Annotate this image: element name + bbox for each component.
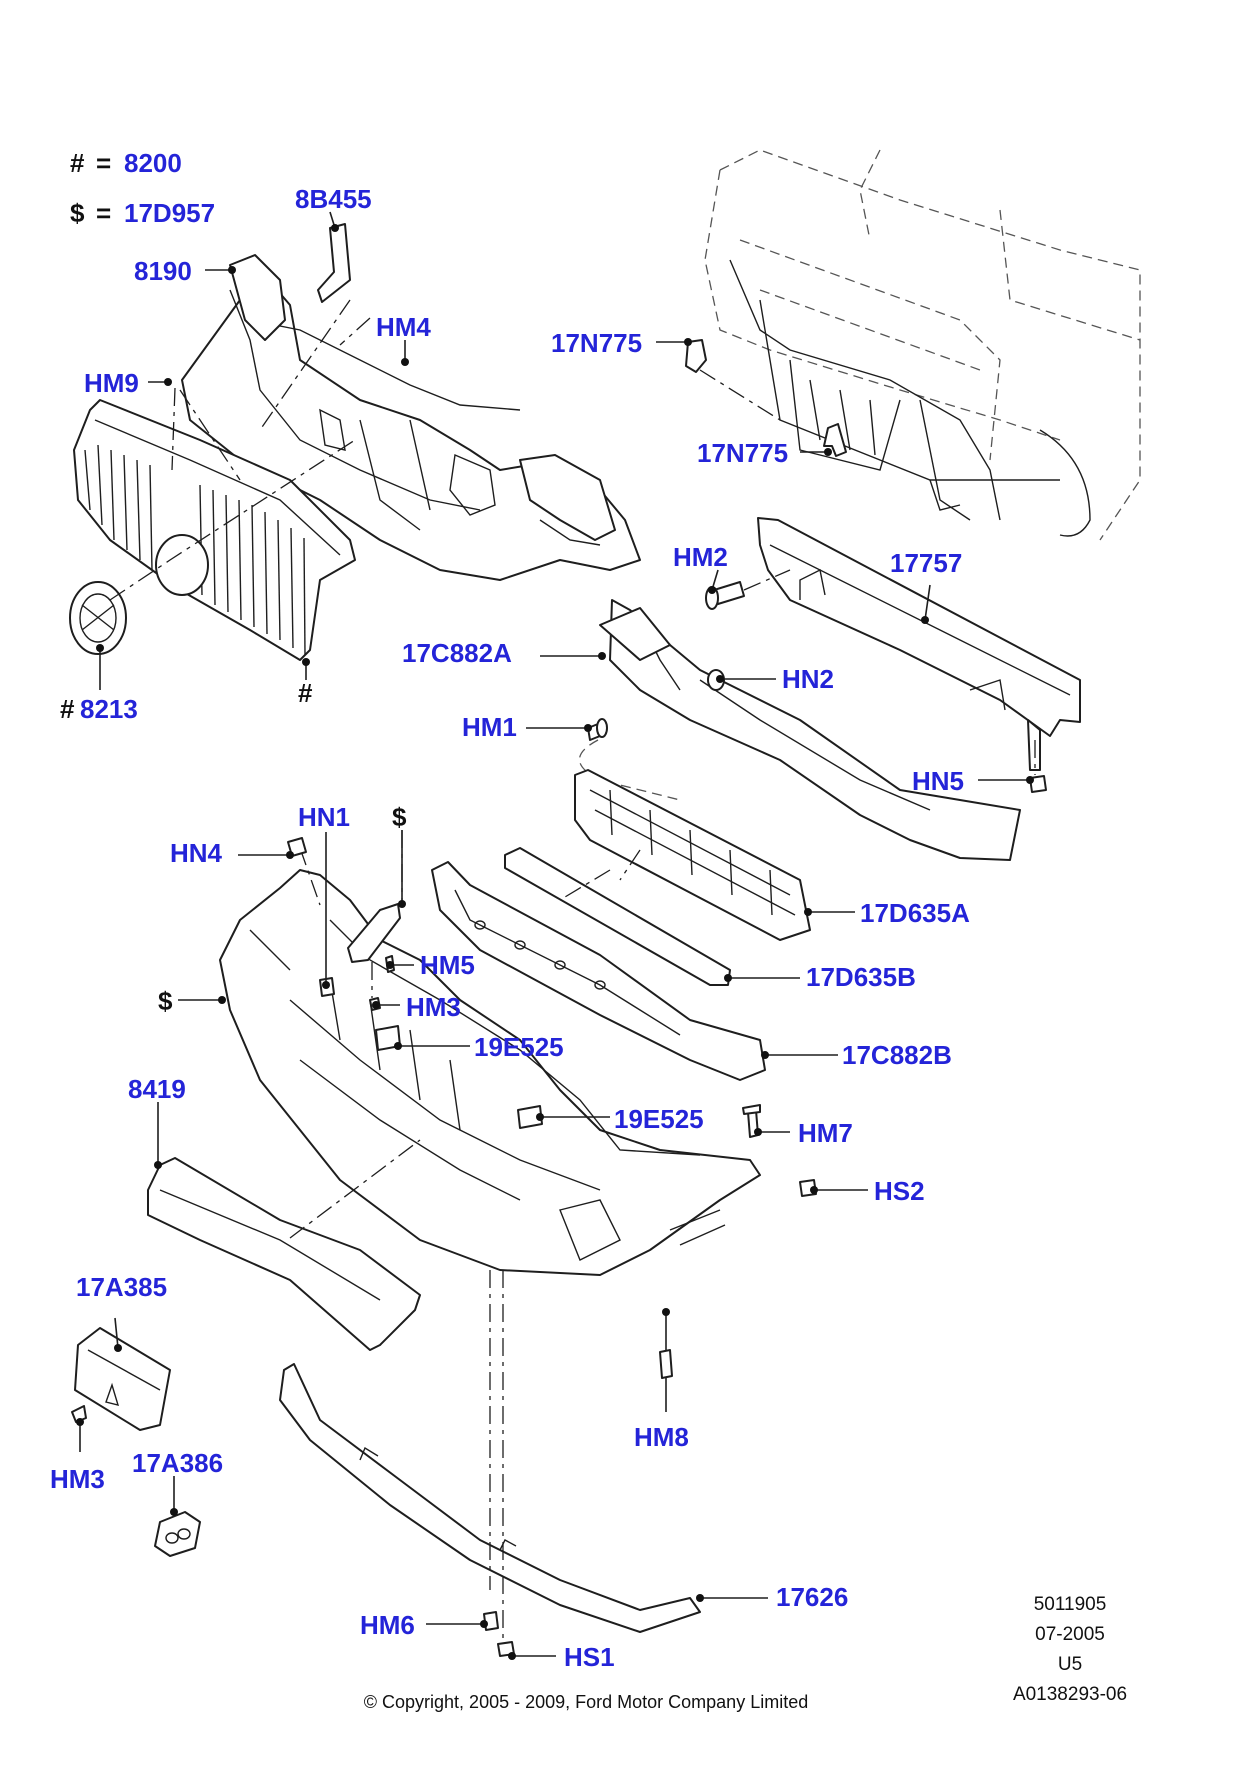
bumper-beam-17757: [757, 517, 1081, 771]
legend-equals-dollar: =: [96, 198, 111, 228]
bolt-HM7: [742, 1104, 761, 1138]
callout-17D635A: 17D635A: [860, 898, 970, 928]
legend: # = 8200 $ = 17D957: [70, 148, 215, 228]
callout-HM9: HM9: [84, 368, 139, 398]
callout-17N775-upper: 17N775: [551, 328, 642, 358]
callout-HM7: HM7: [798, 1118, 853, 1148]
alignment-line-HN4: [299, 847, 321, 906]
callout-8213: 8213: [80, 694, 138, 724]
alignment-line-8B455: [259, 299, 351, 431]
bolt-HM8: [659, 1349, 673, 1379]
spoiler-17626: [279, 1363, 701, 1633]
callout-8213-prefix: #: [60, 694, 75, 724]
emblem-8213: [69, 581, 127, 655]
grille-strip-17D635B: [504, 847, 731, 986]
callout-labels: 8B455 8190 HM4 HM9 17N775 17N775 HM2 177…: [50, 184, 970, 1672]
alignment-line-emblem: [109, 439, 356, 601]
alignment-line-17D635: [559, 849, 641, 901]
callout-HM2: HM2: [673, 542, 728, 572]
callout-HM3-lower: HM3: [50, 1464, 105, 1494]
energy-absorber-17C882A: [599, 599, 1021, 861]
callout-HN4: HN4: [170, 838, 223, 868]
lower-grille-17D635A: [574, 769, 811, 941]
alignment-line-HM1: [578, 739, 681, 801]
bracket-17N775-lower: [823, 423, 847, 457]
callout-HN5: HN5: [912, 766, 964, 796]
callout-17A385: 17A385: [76, 1272, 167, 1302]
reference-number: 5011905: [1034, 1594, 1107, 1615]
callout-HM8: HM8: [634, 1422, 689, 1452]
callout-HS1: HS1: [564, 1642, 615, 1672]
reference-block: 5011905 07-2005 U5 A0138293-06: [1013, 1594, 1127, 1705]
energy-absorber-17C882B: [431, 861, 766, 1081]
callout-17C882B: 17C882B: [842, 1040, 952, 1070]
valance-8419: [147, 1157, 421, 1351]
legend-equals-hash: =: [96, 148, 111, 178]
callout-17626: 17626: [776, 1582, 848, 1612]
bracket-8B455: [317, 223, 351, 303]
callout-19E525-upper: 19E525: [474, 1032, 564, 1062]
clip-17A386: [154, 1511, 201, 1557]
legend-code-17D957: 17D957: [124, 198, 215, 228]
callout-17C882A: 17C882A: [402, 638, 512, 668]
callout-17D635B: 17D635B: [806, 962, 916, 992]
bracket-17N775-upper: [685, 339, 707, 373]
callout-17A386: 17A386: [132, 1448, 223, 1478]
callout-HM4: HM4: [376, 312, 431, 342]
screw-HM3-plate: [71, 1405, 87, 1423]
callout-HN1: HN1: [298, 802, 350, 832]
callout-8B455: 8B455: [295, 184, 372, 214]
reference-date: 07-2005: [1035, 1624, 1105, 1645]
callout-dollar-left: $: [158, 986, 173, 1016]
reference-illustration-id: A0138293-06: [1013, 1684, 1127, 1705]
alignment-line-HM9: [171, 387, 176, 471]
bracket-17D957: [347, 903, 401, 963]
callout-HN2: HN2: [782, 664, 834, 694]
copyright-notice: © Copyright, 2005 - 2009, Ford Motor Com…: [364, 1692, 808, 1712]
alignment-line-HM4: [339, 317, 371, 346]
legend-code-8200: 8200: [124, 148, 182, 178]
callout-HS2: HS2: [874, 1176, 925, 1206]
alignment-line-17N775: [699, 369, 781, 421]
callout-dollar-top: $: [392, 802, 407, 832]
alignment-line-HM2: [743, 569, 791, 591]
callout-HM6: HM6: [360, 1610, 415, 1640]
callout-19E525-lower: 19E525: [614, 1104, 704, 1134]
legend-symbol-hash: #: [70, 148, 85, 178]
callout-17N775-lower: 17N775: [697, 438, 788, 468]
license-bracket-17A385: [74, 1327, 171, 1431]
clip-19E525-lower: [517, 1105, 543, 1129]
grille: [73, 399, 356, 661]
callout-HM3-upper: HM3: [406, 992, 461, 1022]
vehicle-front-outline: [704, 149, 1141, 541]
reference-model: U5: [1058, 1654, 1082, 1675]
legend-symbol-dollar: $: [70, 198, 85, 228]
callout-grille-hash: #: [298, 678, 313, 708]
callout-HM1: HM1: [462, 712, 517, 742]
alignment-line-8419: [289, 1139, 421, 1239]
radiator-support-8190: [181, 254, 641, 581]
callout-8190: 8190: [134, 256, 192, 286]
callout-HM5: HM5: [420, 950, 475, 980]
callout-17757: 17757: [890, 548, 962, 578]
leader-lines: [76, 211, 1034, 1660]
callout-8419: 8419: [128, 1074, 186, 1104]
